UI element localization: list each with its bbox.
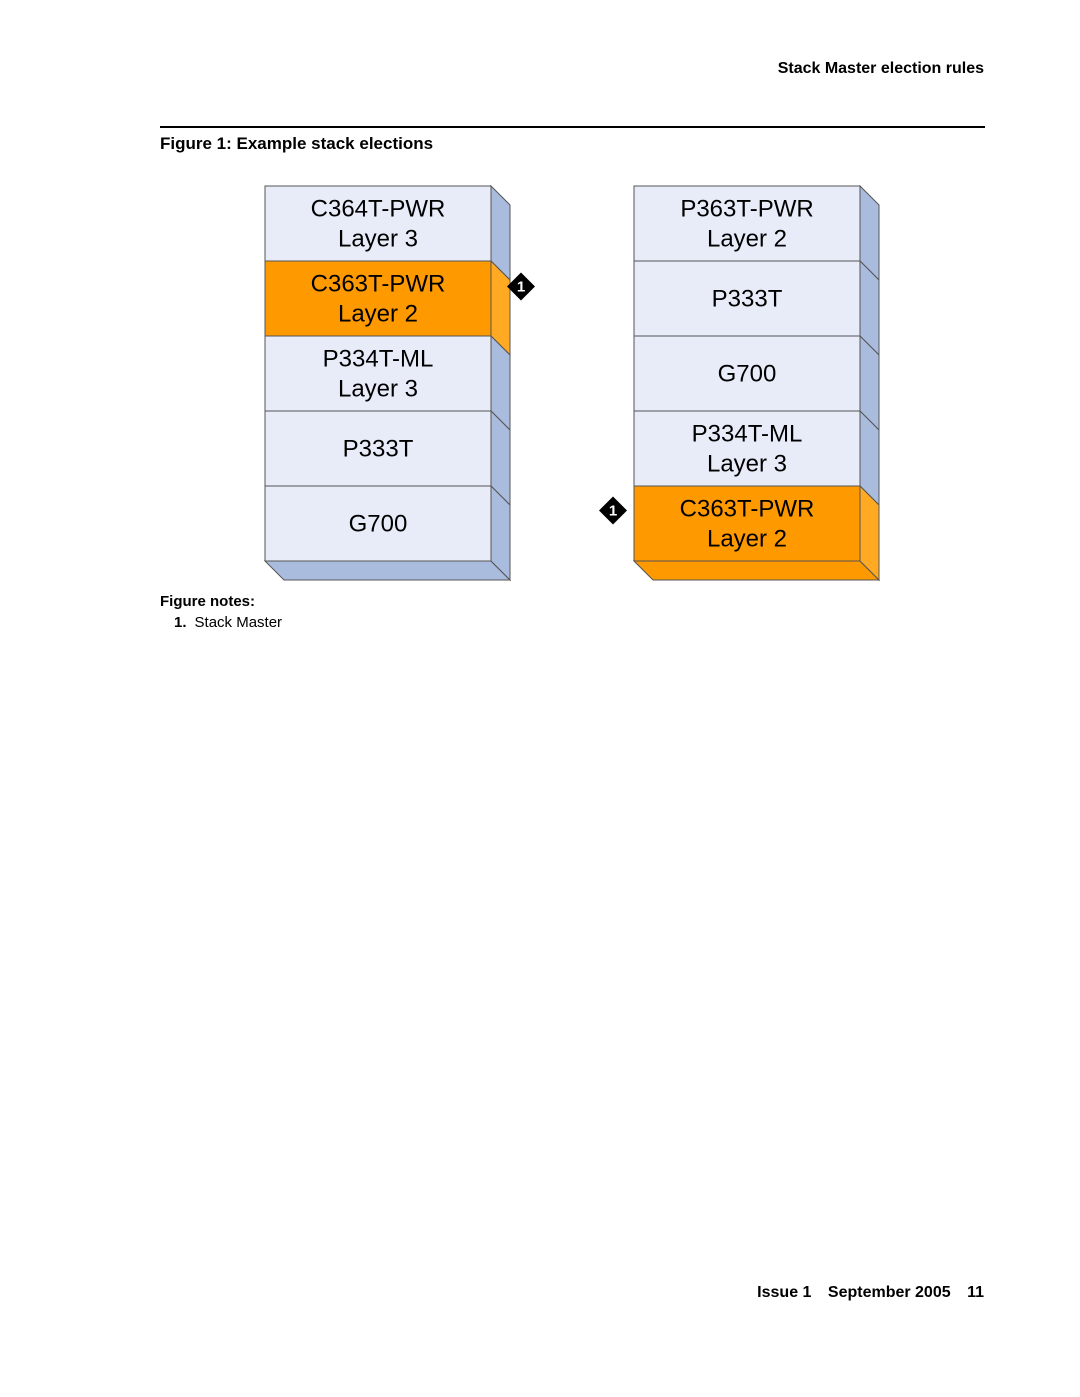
- unit-front-face: [633, 185, 861, 262]
- stack-unit: C363T-PWR Layer 2: [633, 484, 880, 582]
- stack-unit: P363T-PWR Layer 2: [633, 184, 880, 282]
- marker-number: 1: [517, 279, 525, 296]
- marker-number: 1: [609, 503, 617, 520]
- unit-front-face: [633, 410, 861, 487]
- unit-layer-label: Layer 2: [338, 301, 418, 328]
- unit-model-label: P333T: [343, 436, 414, 463]
- note-text: Stack Master: [194, 614, 283, 631]
- stack-unit: G700: [264, 484, 511, 582]
- footer-date: September 2005: [827, 1284, 951, 1301]
- unit-front-face: [264, 335, 492, 412]
- unit-model-label: C364T-PWR: [311, 196, 446, 223]
- stack-unit: C363T-PWR Layer 2: [264, 259, 511, 357]
- unit-front-face: [633, 260, 861, 337]
- unit-model-label: P363T-PWR: [680, 196, 813, 223]
- stack-unit: P333T: [633, 259, 880, 357]
- unit-layer-label: Layer 3: [707, 451, 787, 478]
- stack-master-marker: 1: [507, 272, 535, 301]
- figure-note-item: 1. Stack Master: [174, 614, 282, 631]
- unit-model-label: P334T-ML: [323, 346, 434, 373]
- running-header: Stack Master election rules: [777, 60, 984, 77]
- unit-layer-label: Layer 2: [707, 526, 787, 553]
- stack-unit: C364T-PWR Layer 3: [264, 184, 511, 282]
- stack-master-marker: 1: [599, 496, 627, 525]
- unit-front-face: [633, 335, 861, 412]
- unit-model-label: C363T-PWR: [680, 496, 815, 523]
- stack-left: C364T-PWR Layer 3 C363T-PWR Layer 2 1P334T-M…: [263, 184, 535, 582]
- stack-unit: P333T: [264, 409, 511, 507]
- stack-unit: P334T-ML Layer 3: [264, 334, 511, 432]
- footer-issue: Issue 1: [757, 1284, 812, 1301]
- unit-model-label: P333T: [712, 286, 783, 313]
- figure-notes-title: Figure notes:: [160, 593, 256, 610]
- unit-model-label: C363T-PWR: [311, 271, 446, 298]
- unit-front-face: [264, 410, 492, 487]
- note-number: 1.: [174, 614, 187, 631]
- unit-front-face: [264, 260, 492, 337]
- page-footer: Issue 1 September 2005 11: [757, 1284, 984, 1302]
- unit-front-face: [264, 485, 492, 562]
- stack-bottom-edge: [632, 560, 881, 581]
- stack-unit: G700: [633, 334, 880, 432]
- marker-diamond: [507, 272, 535, 301]
- unit-layer-label: Layer 2: [707, 226, 787, 253]
- footer-page-number: 11: [967, 1284, 984, 1301]
- figure-caption: Figure 1: Example stack elections: [160, 134, 434, 153]
- unit-layer-label: Layer 3: [338, 226, 418, 253]
- unit-front-face: [264, 185, 492, 262]
- figure-notes-list: 1. Stack Master: [174, 614, 282, 631]
- unit-model-label: G700: [718, 361, 777, 388]
- stack-unit: P334T-ML Layer 3: [633, 409, 880, 507]
- header-rule: [160, 126, 985, 128]
- unit-model-label: P334T-ML: [692, 421, 803, 448]
- unit-model-label: G700: [349, 511, 408, 538]
- unit-layer-label: Layer 3: [338, 376, 418, 403]
- marker-diamond: [599, 496, 627, 525]
- unit-front-face: [633, 485, 861, 562]
- stack-bottom-edge: [263, 560, 512, 581]
